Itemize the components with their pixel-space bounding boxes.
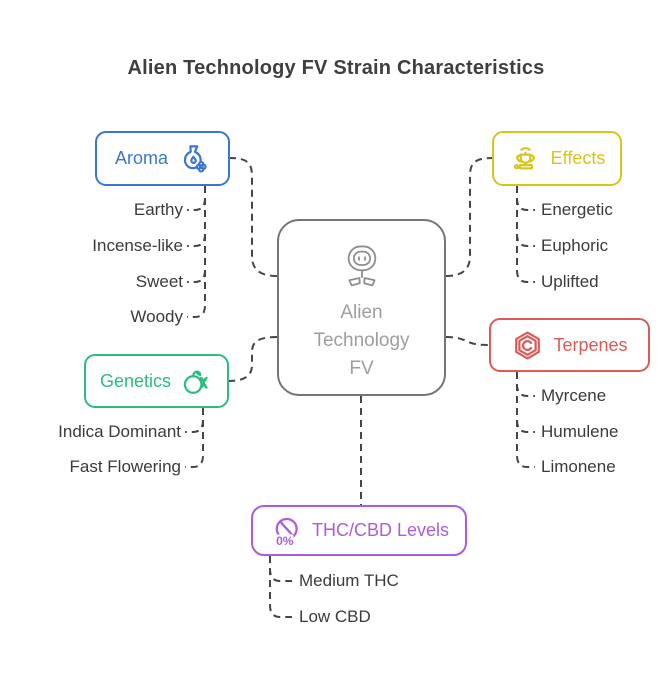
connector-terpenes-leaf-1 xyxy=(516,372,535,433)
leaf-item: Limonene xyxy=(541,457,616,476)
celebration-trophy-icon xyxy=(509,142,542,175)
leaf-item: Incense-like xyxy=(92,236,183,255)
branch-node-genetics: Genetics xyxy=(84,354,229,408)
connector-center-aroma xyxy=(229,157,278,277)
branch-label-effects: Effects xyxy=(550,148,606,168)
leaf-item: Humulene xyxy=(541,422,619,441)
branch-label-genetics: Genetics xyxy=(99,370,172,391)
branch-node-effects: Effects xyxy=(492,131,622,186)
leaf-item: Euphoric xyxy=(541,236,609,255)
aroma-diffuser-icon xyxy=(177,142,210,175)
connector-terpenes-leaf-2 xyxy=(516,372,535,468)
connector-thc-leaf-1 xyxy=(269,556,292,618)
connector-aroma-leaf-2 xyxy=(187,186,206,283)
central-node: Alien Technology FV xyxy=(277,219,446,396)
connector-center-terpenes xyxy=(445,336,490,346)
connector-genetics-leaf-1 xyxy=(185,408,204,468)
connector-aroma-leaf-1 xyxy=(187,186,206,247)
leaf-item: Woody xyxy=(130,307,183,326)
connector-center-effects xyxy=(445,157,493,277)
apple-dna-icon xyxy=(180,365,213,398)
central-node-label: Alien Technology FV xyxy=(313,302,410,379)
leaf-item: Earthy xyxy=(133,200,183,219)
branch-label-aroma: Aroma xyxy=(114,148,168,168)
bean-zero-percent-icon: 0% xyxy=(269,514,303,548)
connector-effects-leaf-2 xyxy=(516,186,535,283)
branch-label-terpenes: Terpenes xyxy=(553,334,628,355)
page-title: Alien Technology FV Strain Characteristi… xyxy=(127,57,545,79)
branch-node-aroma: Aroma xyxy=(95,131,230,186)
connector-aroma-leaf-0 xyxy=(187,186,206,211)
svg-text:0%: 0% xyxy=(276,534,294,548)
leaf-item: Sweet xyxy=(135,272,183,291)
leaf-item: Myrcene xyxy=(541,386,607,405)
connector-aroma-leaf-3 xyxy=(187,186,206,318)
connector-terpenes-leaf-0 xyxy=(516,372,535,397)
connector-effects-leaf-1 xyxy=(516,186,535,247)
connector-thc-leaf-0 xyxy=(269,556,292,582)
leaf-item: Energetic xyxy=(541,200,613,219)
leaf-item: Indica Dominant xyxy=(58,422,181,441)
leaf-item: Uplifted xyxy=(541,272,599,291)
alien-flower-icon xyxy=(336,244,388,294)
branch-node-terpenes: Terpenes xyxy=(489,318,650,372)
connector-center-genetics xyxy=(227,336,278,382)
hexagon-c-icon xyxy=(511,329,544,362)
connector-effects-leaf-0 xyxy=(516,186,535,211)
branch-label-thc-cbd: THC/CBD Levels xyxy=(311,520,450,540)
leaf-item: Fast Flowering xyxy=(69,457,181,476)
connector-genetics-leaf-0 xyxy=(185,408,204,433)
branch-node-thc-cbd: 0% THC/CBD Levels xyxy=(251,505,467,556)
leaf-item: Medium THC xyxy=(299,571,399,590)
leaf-item: Low CBD xyxy=(299,607,371,626)
